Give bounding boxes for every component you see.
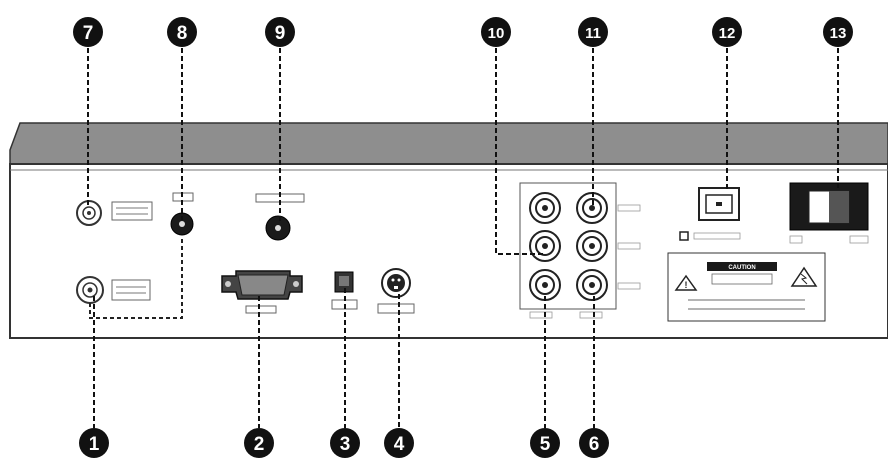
callout-8: 8 [167,17,197,47]
rca-jack-bottom-right [576,269,608,301]
callout-2: 2 [244,428,274,458]
callout-6: 6 [579,428,609,458]
leader-lines [87,48,839,428]
callout-label-7: 7 [83,23,94,44]
callout-1: 1 [79,428,109,458]
callout-label-3: 3 [340,434,351,455]
callout-label-12: 12 [719,25,736,42]
caution-title: CAUTION [728,265,755,271]
d-sub-connector [221,270,303,314]
callout-7: 7 [73,17,103,47]
rca-jacks [529,192,641,319]
callout-label-2: 2 [254,434,265,455]
power-switch [789,182,869,244]
loop-out-jack [76,276,151,304]
rca-group-frame [519,182,617,310]
callout-11: 11 [578,17,608,47]
rca-jack-mid-right [576,230,608,262]
connector-9 [255,193,305,241]
callout-label-13: 13 [830,25,847,42]
callout-label-8: 8 [177,23,188,44]
callout-label-6: 6 [589,434,600,455]
rca-jack-bottom-left [529,269,561,301]
loopback-cable [89,236,183,319]
chassis-top [9,122,888,166]
rca-jack-top-left [529,192,561,224]
callout-label-9: 9 [275,23,286,44]
caution-label: ! CAUTION [667,252,826,322]
callout-label-10: 10 [488,25,505,42]
callout-label-1: 1 [89,434,100,455]
callout-label-5: 5 [540,434,551,455]
callout-label-4: 4 [394,434,405,455]
callout-9: 9 [265,17,295,47]
callout-13: 13 [823,17,853,47]
rca-jack-mid-left [529,230,561,262]
svg-text:!: ! [685,280,688,290]
rca-jack-top-right [576,192,608,224]
s-video-jack [377,268,415,314]
callout-label-11: 11 [585,25,601,42]
leader-10 [495,48,545,255]
callout-12: 12 [712,17,742,47]
callout-10: 10 [481,17,511,47]
callout-5: 5 [530,428,560,458]
callout-4: 4 [384,428,414,458]
callout-3: 3 [330,428,360,458]
rf-in-antenna-jack [76,200,153,226]
power-input-socket [679,187,741,241]
